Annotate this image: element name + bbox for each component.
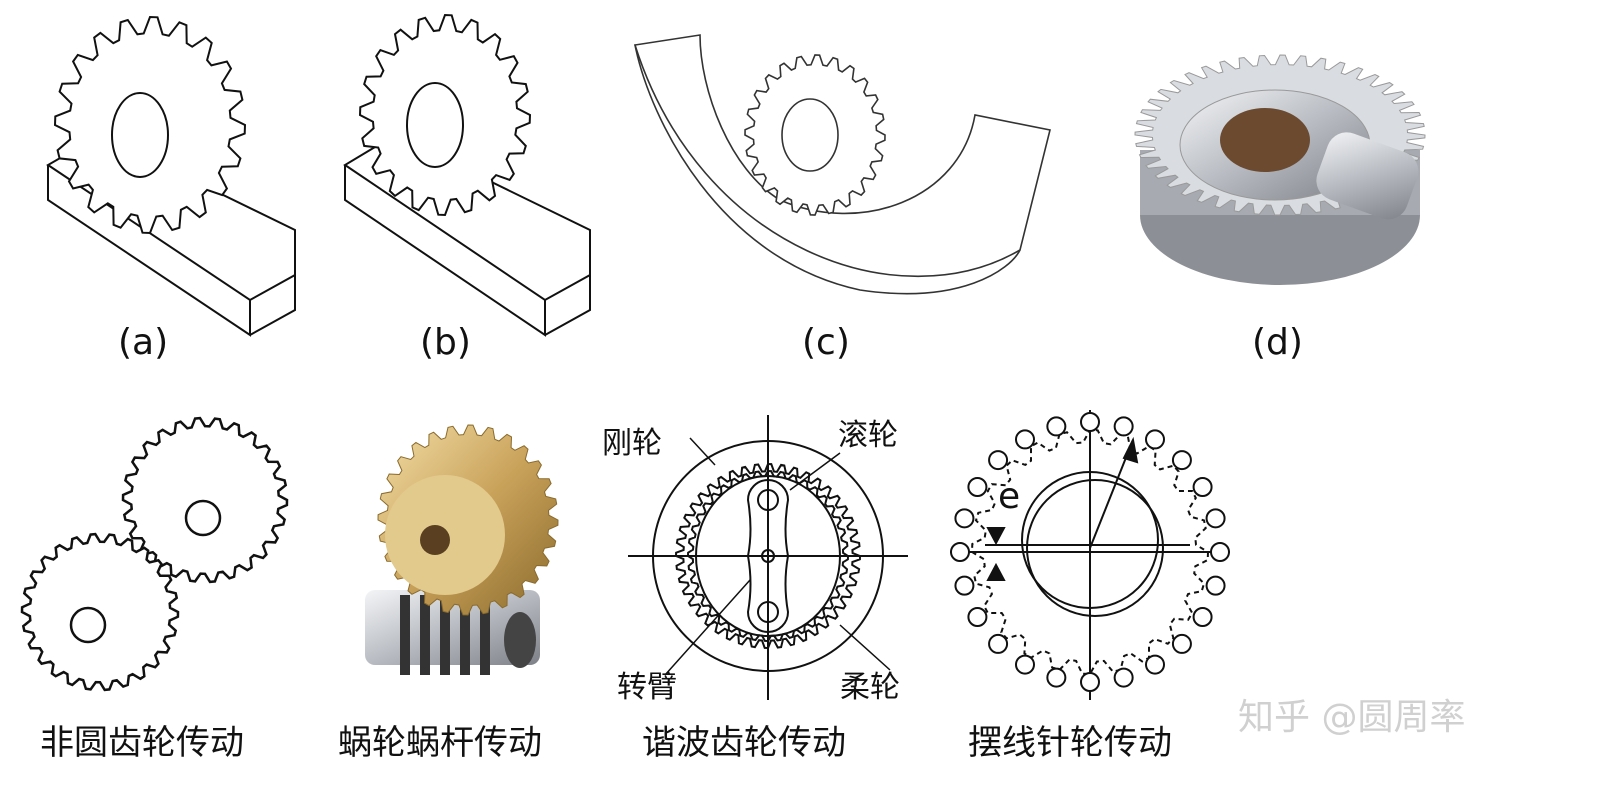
callout-flex-wheel: 柔轮 bbox=[840, 670, 900, 705]
panel-label-d: (d) bbox=[1252, 322, 1303, 363]
pin-roller bbox=[1145, 429, 1165, 450]
pin-roller bbox=[1080, 412, 1100, 432]
pin-roller bbox=[1015, 654, 1035, 675]
pin-roller bbox=[1113, 416, 1134, 437]
pin-roller bbox=[1205, 508, 1226, 529]
cycloid-drive-drawing bbox=[950, 410, 1230, 700]
callout-eccentricity: e bbox=[998, 476, 1021, 517]
caption-cycloid: 摆线针轮传动 bbox=[968, 723, 1172, 763]
pin-roller bbox=[1171, 633, 1192, 654]
pin-roller bbox=[1080, 672, 1100, 692]
pin-roller bbox=[967, 607, 988, 627]
caption-worm: 蜗轮蜗杆传动 bbox=[338, 723, 542, 763]
watermark: 知乎 @圆周率 bbox=[1238, 697, 1466, 738]
pin-roller bbox=[1046, 667, 1067, 688]
spur-gear-rack-drawing bbox=[46, 15, 296, 337]
callout-roller: 滚轮 bbox=[838, 418, 898, 453]
worm-gear-photo bbox=[365, 424, 559, 675]
pin-roller bbox=[1145, 654, 1165, 675]
pin-roller bbox=[950, 542, 970, 562]
pin-roller bbox=[1210, 542, 1230, 562]
pin-roller bbox=[1015, 429, 1035, 450]
gear-outline bbox=[53, 15, 247, 235]
callout-arm: 转臂 bbox=[617, 670, 677, 705]
helical-gear-rack-drawing bbox=[343, 13, 591, 337]
pin-roller bbox=[1192, 607, 1213, 627]
worm-thread bbox=[420, 595, 430, 675]
pin-roller bbox=[1046, 416, 1067, 437]
pin-roller bbox=[967, 477, 988, 497]
pin-roller bbox=[1192, 477, 1213, 497]
internal-gear-drawing bbox=[633, 34, 1051, 295]
pin-roller bbox=[988, 633, 1009, 654]
pin-roller bbox=[1113, 667, 1134, 688]
worm-thread bbox=[460, 595, 470, 675]
harmonic-drive-drawing bbox=[628, 415, 908, 700]
callout-rigid-wheel: 刚轮 bbox=[602, 426, 662, 461]
pin-roller bbox=[954, 508, 975, 529]
gear-outline bbox=[744, 54, 886, 216]
gear-outline bbox=[358, 13, 532, 217]
non-circular-gears-drawing bbox=[20, 416, 289, 692]
panel-label-c: (c) bbox=[802, 322, 850, 363]
caption-harmonic: 谐波齿轮传动 bbox=[642, 723, 846, 763]
bevel-gear-photo bbox=[1134, 54, 1426, 285]
pin-roller bbox=[1205, 575, 1226, 596]
pin-roller bbox=[954, 575, 975, 596]
worm-thread bbox=[440, 595, 450, 675]
pin-roller bbox=[1171, 450, 1192, 471]
caption-non-circular: 非圆齿轮传动 bbox=[40, 723, 244, 763]
panel-label-b: (b) bbox=[420, 322, 471, 363]
gear-outline bbox=[674, 462, 862, 650]
worm-thread bbox=[480, 595, 490, 675]
panel-label-a: (a) bbox=[118, 322, 169, 363]
pin-roller bbox=[988, 450, 1009, 471]
worm-thread bbox=[400, 595, 410, 675]
